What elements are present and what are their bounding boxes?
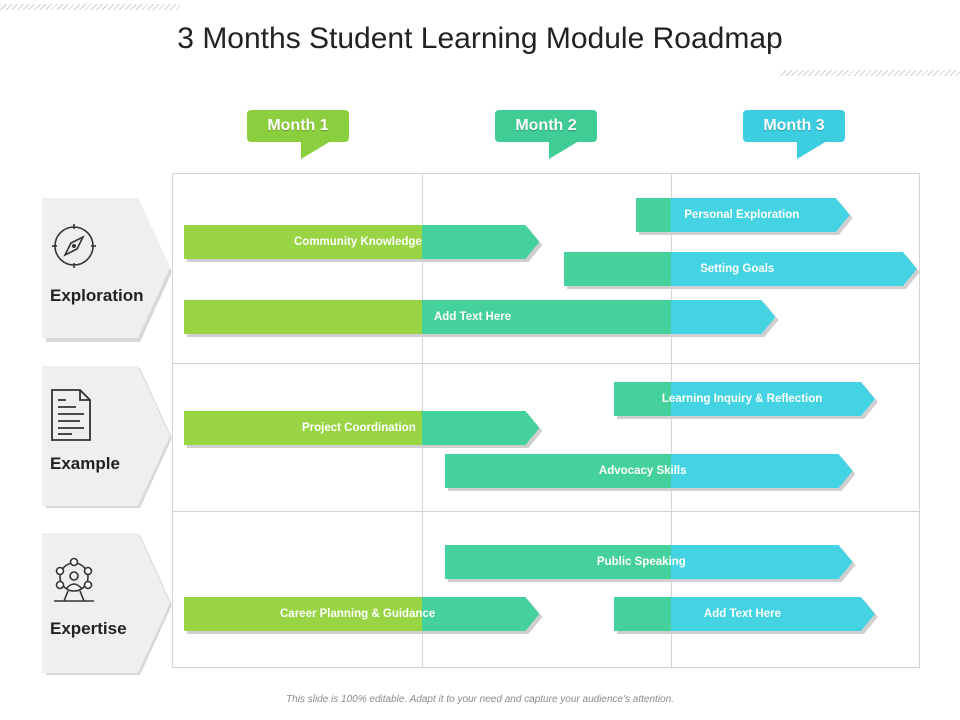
category-example: Example xyxy=(42,366,172,508)
category-label: Exploration xyxy=(50,286,144,305)
roadmap-bar: Advocacy Skills xyxy=(444,454,856,491)
month-3-tail xyxy=(797,141,827,159)
category-panel-shape xyxy=(42,198,172,342)
bar-label: Project Coordination xyxy=(302,422,416,434)
roadmap-bar: Add Text Here xyxy=(613,597,878,634)
category-panel-shape xyxy=(42,533,172,675)
bar-arrow xyxy=(613,382,875,416)
compass-icon xyxy=(50,222,100,277)
document-icon xyxy=(50,388,94,449)
month-3-callout: Month 3 xyxy=(743,110,845,159)
bar-arrow xyxy=(636,198,850,232)
bar-arrow xyxy=(444,454,853,488)
roadmap-bar: Learning Inquiry & Reflection xyxy=(613,382,878,419)
roadmap-bar: Setting Goals xyxy=(564,252,921,289)
bar-label: Setting Goals xyxy=(700,263,775,275)
top-right-hatch xyxy=(780,70,960,76)
bar-arrow xyxy=(184,597,540,631)
top-left-hatch xyxy=(0,4,180,10)
roadmap-bar: Public Speaking xyxy=(444,545,856,582)
month-2-callout: Month 2 xyxy=(495,110,597,159)
roadmap-bar: Community Knowledge xyxy=(184,225,543,262)
bar-label: Career Planning & Guidance xyxy=(280,608,436,620)
bar-arrow xyxy=(613,597,875,631)
category-exploration: Exploration xyxy=(42,198,172,342)
bar-label: Public Speaking xyxy=(596,556,686,568)
roadmap-bar: Add Text Here xyxy=(184,300,779,337)
category-label: Expertise xyxy=(50,619,127,638)
bar-label: Learning Inquiry & Reflection xyxy=(661,393,823,405)
page-title: 3 Months Student Learning Module Roadmap xyxy=(177,22,783,55)
bar-label: Add Text Here xyxy=(703,608,781,620)
grid-divider-row-3 xyxy=(172,511,920,512)
roadmap-bar: Project Coordination xyxy=(184,411,543,448)
bar-label: Advocacy Skills xyxy=(598,465,687,477)
bar-arrow xyxy=(184,300,776,334)
category-expertise: Expertise xyxy=(42,533,172,675)
roadmap-bar: Career Planning & Guidance xyxy=(184,597,543,634)
bar-label: Community Knowledge xyxy=(294,236,422,248)
month-1-callout: Month 1 xyxy=(247,110,349,159)
month-3-label: Month 3 xyxy=(763,117,825,134)
network-person-icon xyxy=(50,555,102,612)
roadmap-bar: Personal Exploration xyxy=(636,198,853,235)
month-1-label: Month 1 xyxy=(267,117,329,134)
month-2-label: Month 2 xyxy=(515,117,577,134)
month-2-tail xyxy=(549,141,579,159)
month-1-tail xyxy=(301,141,331,159)
roadmap-grid xyxy=(172,173,920,668)
bar-arrow xyxy=(564,252,918,286)
footer-note: This slide is 100% editable. Adapt it to… xyxy=(286,694,674,705)
bar-arrow xyxy=(184,411,540,445)
bar-arrow xyxy=(444,545,853,579)
bar-label: Personal Exploration xyxy=(684,209,800,221)
bar-arrow xyxy=(184,225,540,259)
category-panel-shape xyxy=(42,366,172,508)
grid-divider-month-3 xyxy=(671,173,672,668)
category-label: Example xyxy=(50,454,120,473)
grid-divider-row-2 xyxy=(172,363,920,364)
bar-label: Add Text Here xyxy=(434,311,512,323)
